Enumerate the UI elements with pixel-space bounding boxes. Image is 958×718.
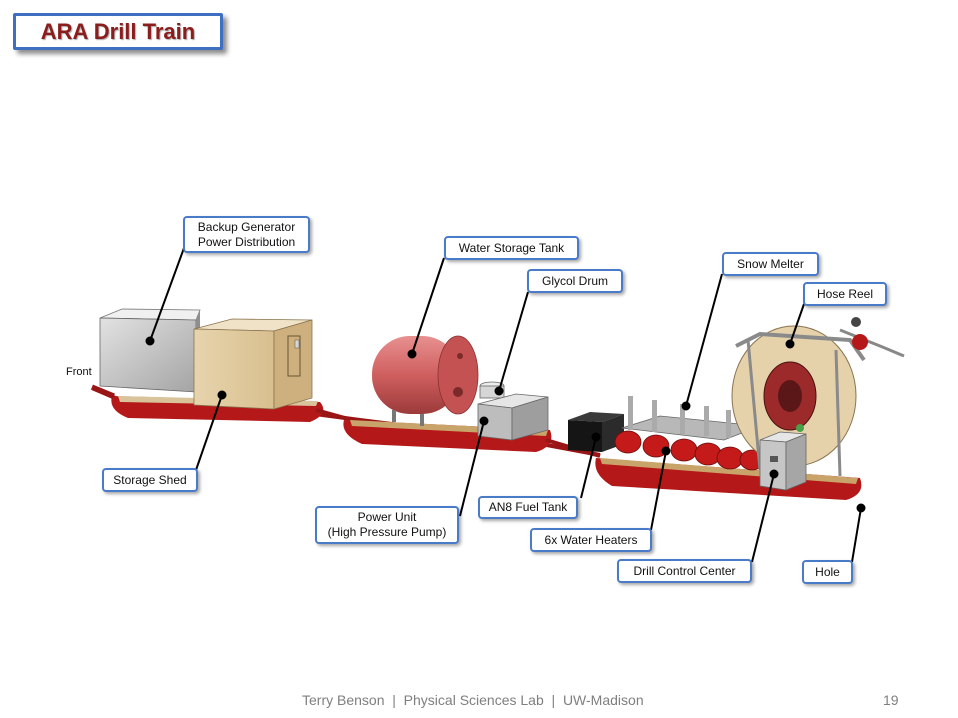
hose-reel-shape bbox=[731, 317, 905, 477]
footer-credit: Terry Benson | Physical Sciences Lab | U… bbox=[302, 692, 644, 708]
callout-hose-reel: Hose Reel bbox=[803, 282, 887, 306]
callout-backup-generator: Backup Generator Power Distribution bbox=[183, 216, 310, 253]
front-label: Front bbox=[66, 366, 92, 378]
callout-snow-melter: Snow Melter bbox=[722, 252, 819, 276]
callout-backup-generator-line-2: Power Distribution bbox=[197, 234, 296, 249]
callout-backup-generator-line-1: Backup Generator bbox=[197, 219, 296, 234]
callout-drill-control-center: Drill Control Center bbox=[617, 559, 752, 583]
power-unit-shape bbox=[477, 393, 549, 441]
callout-an8-fuel-tank: AN8 Fuel Tank bbox=[478, 496, 578, 519]
callout-power-unit: Power Unit (High Pressure Pump) bbox=[315, 506, 459, 544]
water-heaters-shape bbox=[614, 430, 765, 471]
callout-storage-shed: Storage Shed bbox=[102, 468, 198, 492]
callout-glycol-drum: Glycol Drum bbox=[527, 269, 623, 293]
leader-lines bbox=[145, 247, 866, 563]
callout-water-heaters: 6x Water Heaters bbox=[530, 528, 652, 552]
callout-water-storage-tank: Water Storage Tank bbox=[444, 236, 579, 260]
shed-shape bbox=[193, 318, 313, 410]
generator-box-shape bbox=[99, 308, 201, 393]
control-center-shape bbox=[759, 424, 807, 491]
callout-power-unit-line-2: (High Pressure Pump) bbox=[327, 525, 447, 539]
page-title: ARA Drill Train bbox=[40, 18, 196, 44]
page-number: 19 bbox=[883, 692, 899, 708]
water-tank-shape bbox=[372, 335, 479, 426]
callout-power-unit-line-1: Power Unit bbox=[357, 510, 417, 524]
callout-hole: Hole bbox=[802, 560, 853, 584]
title-box: ARA Drill Train bbox=[13, 13, 223, 50]
